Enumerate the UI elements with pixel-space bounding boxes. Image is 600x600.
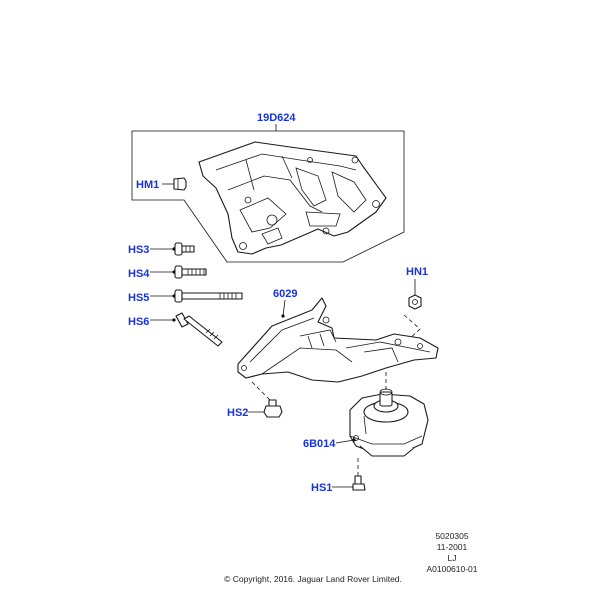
drawing-reference-block: 5020305 11-2001 LJ A0100610-01 bbox=[420, 531, 484, 575]
engine-bracket-drawing bbox=[198, 141, 387, 255]
callout-hs3[interactable]: HS3 bbox=[128, 244, 150, 256]
callout-19D624[interactable]: 19D624 bbox=[257, 112, 296, 124]
bracket-group-outline bbox=[131, 130, 405, 263]
engine-mount-drawing bbox=[349, 388, 429, 457]
hs5-bolt-drawing bbox=[150, 289, 243, 303]
hn1-nut-drawing bbox=[403, 279, 422, 345]
callout-hs5[interactable]: HS5 bbox=[128, 292, 150, 304]
leader-6029 bbox=[282, 299, 286, 317]
callout-6029[interactable]: 6029 bbox=[273, 288, 298, 300]
reference-illustration-id: A0100610-01 bbox=[426, 564, 478, 574]
leader-6B014 bbox=[335, 439, 355, 444]
callout-6B014[interactable]: 6B014 bbox=[303, 438, 336, 450]
hm1-fastener-drawing bbox=[162, 177, 187, 191]
reference-date: 11-2001 bbox=[436, 542, 468, 552]
hs1-bolt-drawing bbox=[332, 475, 366, 491]
callout-hs1[interactable]: HS1 bbox=[311, 482, 333, 494]
arm-bracket-drawing bbox=[237, 297, 439, 383]
callout-hn1[interactable]: HN1 bbox=[406, 266, 429, 278]
hs6-bolt-drawing bbox=[150, 312, 223, 347]
callout-hs6[interactable]: HS6 bbox=[128, 316, 150, 328]
callout-hm1[interactable]: HM1 bbox=[136, 179, 160, 191]
reference-number: 5020305 bbox=[435, 531, 469, 541]
copyright-notice: © Copyright, 2016. Jaguar Land Rover Lim… bbox=[224, 574, 402, 584]
hs2-bolt-drawing bbox=[248, 399, 283, 418]
hs4-bolt-drawing bbox=[150, 265, 207, 279]
reference-code: LJ bbox=[447, 553, 457, 563]
callout-hs2[interactable]: HS2 bbox=[227, 407, 249, 419]
hs3-bolt-drawing bbox=[150, 242, 195, 256]
dash-arm-to-hs2 bbox=[251, 381, 271, 401]
callout-hs4[interactable]: HS4 bbox=[128, 268, 150, 280]
